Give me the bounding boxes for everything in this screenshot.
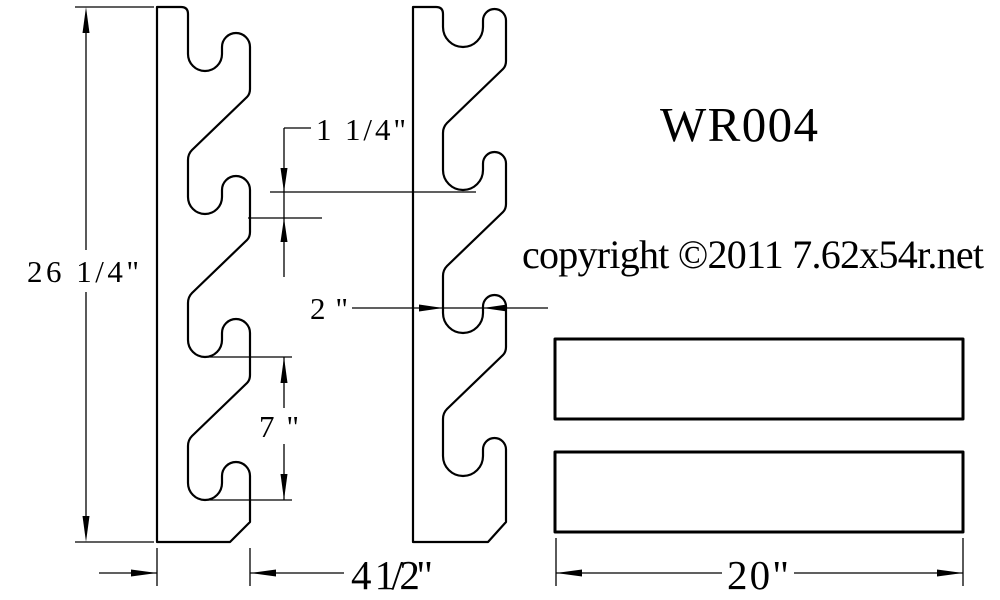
arrowhead-right: [937, 569, 963, 577]
dim-side-width: 4 1/2": [99, 548, 433, 598]
dim-label-overall-height: 26 1/4": [27, 254, 139, 289]
arrowhead-down: [280, 474, 288, 500]
arrowhead-left: [250, 569, 276, 577]
arrowhead-up: [82, 7, 90, 33]
dim-label-notch-offset: 1 1/4": [316, 112, 406, 147]
dim-label-shelf-length: 20": [727, 552, 789, 598]
left-side-panel-profile: [155, 5, 252, 544]
dim-label-side-width: 4 1/2": [351, 552, 433, 598]
shelf-board-bottom: [553, 450, 965, 534]
arrowhead-up: [280, 218, 288, 242]
dim-label-notch-opening: 2": [310, 291, 348, 326]
arrowhead-left: [556, 569, 582, 577]
shelf-board-top: [553, 337, 965, 421]
copyright-text: copyright ©2011 7.62x54r.net: [522, 232, 984, 277]
arrowhead-up: [280, 357, 288, 383]
arrowhead-left: [483, 304, 507, 312]
dim-overall-height: 26 1/4": [27, 6, 154, 543]
arrowhead-right: [131, 569, 157, 577]
arrowhead-right: [419, 304, 443, 312]
drawing-title: WR004: [660, 97, 818, 152]
arrowhead-down: [82, 516, 90, 542]
arrowhead-down: [280, 168, 288, 192]
dim-label-notch-spacing: 7": [259, 409, 299, 444]
dim-shelf-length: 20": [555, 538, 964, 598]
right-side-panel-profile: [411, 5, 508, 544]
